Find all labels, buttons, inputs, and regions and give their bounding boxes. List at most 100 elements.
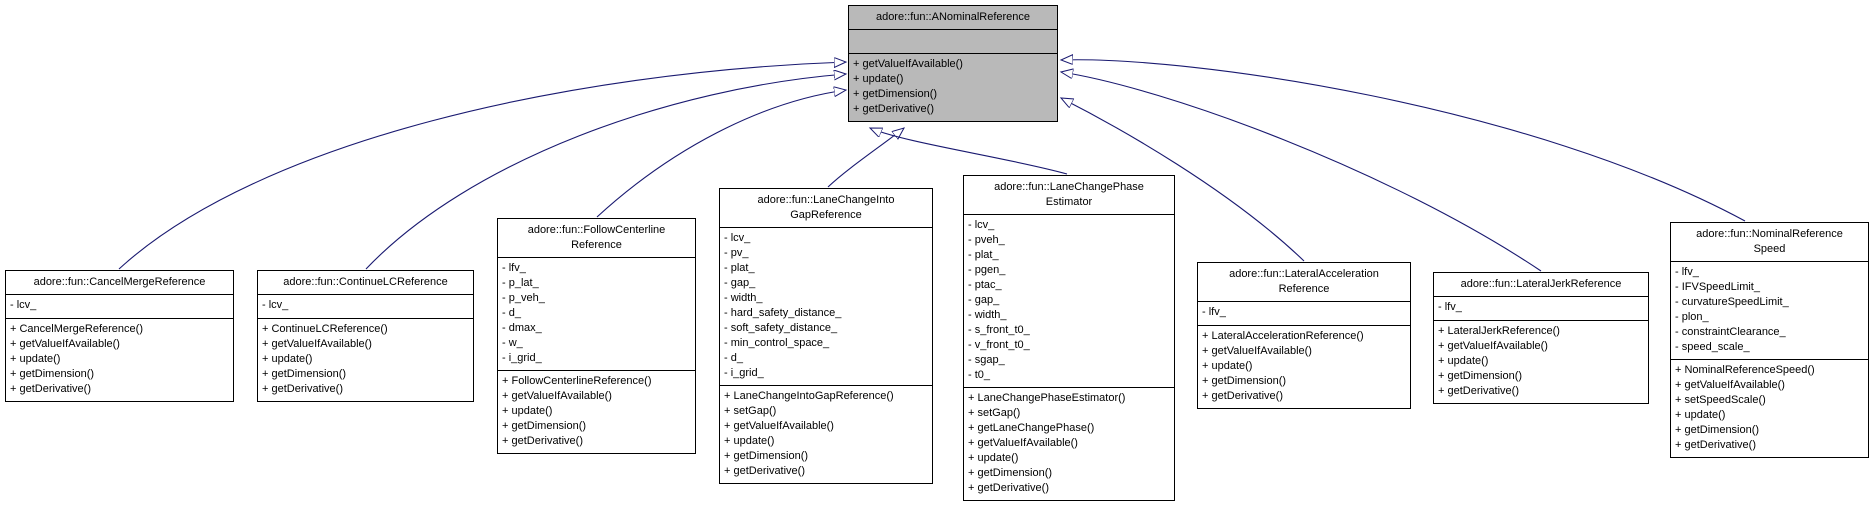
method: + getValueIfAvailable() bbox=[502, 390, 612, 402]
class-title-line: adore::fun::LaneChangeInto bbox=[757, 194, 895, 206]
method: + getValueIfAvailable() bbox=[1202, 345, 1312, 357]
class-title: adore::fun::LateralJerkReference bbox=[1434, 273, 1648, 297]
method: + getValueIfAvailable() bbox=[1438, 340, 1548, 352]
method: + LateralAccelerationReference() bbox=[1202, 330, 1364, 342]
attribute: - lcv_ bbox=[724, 232, 751, 244]
method: + update() bbox=[502, 405, 553, 417]
class-attributes: - lfv_ bbox=[1434, 297, 1648, 321]
attribute: - d_ bbox=[724, 352, 743, 364]
class-attributes: - lcv_ bbox=[258, 295, 473, 319]
method: + update() bbox=[1675, 409, 1726, 421]
class-attributes: - lfv_- p_lat_- p_veh_- d_- dmax_- w_- i… bbox=[498, 258, 695, 371]
class-title-line: adore::fun::FollowCenterline bbox=[527, 224, 666, 236]
class-methods: + NominalReferenceSpeed() + getValueIfAva… bbox=[1671, 360, 1868, 457]
method: + NominalReferenceSpeed() bbox=[1675, 364, 1815, 376]
attribute: - d_ bbox=[502, 307, 521, 319]
attribute: - lcv_ bbox=[968, 219, 995, 231]
method: + getDerivative() bbox=[1675, 439, 1757, 451]
method: + getDimension() bbox=[853, 88, 938, 100]
method: + getValueIfAvailable() bbox=[1675, 379, 1785, 391]
attribute: - lcv_ bbox=[10, 299, 37, 311]
attribute: - IFVSpeedLimit_ bbox=[1675, 281, 1760, 293]
attribute: - min_control_space_ bbox=[724, 337, 830, 349]
method: + getDerivative() bbox=[968, 482, 1050, 494]
method: + getDimension() bbox=[1675, 424, 1760, 436]
class-title-line: adore::fun::ContinueLCReference bbox=[283, 276, 448, 288]
class-methods: + LateralAccelerationReference() + getVal… bbox=[1198, 326, 1410, 408]
attribute: - p_lat_ bbox=[502, 277, 539, 289]
attribute: - plat_ bbox=[724, 262, 755, 274]
class-attributes: - lfv_ bbox=[1198, 302, 1410, 326]
attribute: - gap_ bbox=[724, 277, 756, 289]
attribute: - s_front_t0_ bbox=[968, 324, 1030, 336]
class-title-line: adore::fun::ANominalReference bbox=[875, 11, 1031, 23]
method: + getDimension() bbox=[10, 368, 95, 380]
attribute: - pgen_ bbox=[968, 264, 1006, 276]
method: + getValueIfAvailable() bbox=[262, 338, 372, 350]
class-box-cancel-merge-reference[interactable]: adore::fun::CancelMergeReference - lcv_ … bbox=[5, 270, 234, 402]
method: + setGap() bbox=[724, 405, 777, 417]
class-title-line: adore::fun::LateralJerkReference bbox=[1460, 278, 1622, 290]
method: + getDerivative() bbox=[1202, 390, 1284, 402]
class-box-a-nominal-reference[interactable]: adore::fun::ANominalReference + getValue… bbox=[848, 5, 1058, 122]
attribute: - lfv_ bbox=[502, 262, 526, 274]
class-title-line: adore::fun::NominalReference bbox=[1696, 228, 1843, 240]
class-title-line: Reference bbox=[1278, 283, 1330, 295]
class-title-line: adore::fun::LaneChangePhase bbox=[994, 181, 1144, 193]
class-title-line: Speed bbox=[1753, 243, 1786, 255]
method: + getDerivative() bbox=[502, 435, 584, 447]
class-methods: + CancelMergeReference() + getValueIfAvai… bbox=[6, 319, 233, 401]
attribute: - t0_ bbox=[968, 369, 991, 381]
method: + update() bbox=[10, 353, 61, 365]
method: + CancelMergeReference() bbox=[10, 323, 143, 335]
class-methods: + ContinueLCReference()+ getValueIfAvail… bbox=[258, 319, 473, 401]
attribute: - speed_scale_ bbox=[1675, 341, 1750, 353]
method: + update() bbox=[262, 353, 313, 365]
attribute: - p_veh_ bbox=[502, 292, 545, 304]
class-attributes: - lfv_ - IFVSpeedLimit_ - curvatureSpeedLi… bbox=[1671, 262, 1868, 360]
class-title-line: adore::fun::LateralAcceleration bbox=[1229, 268, 1379, 280]
method: + FollowCenterlineReference() bbox=[502, 375, 652, 387]
attribute: - dmax_ bbox=[502, 322, 542, 334]
method: + getValueIfAvailable() bbox=[10, 338, 120, 350]
class-attributes: - lcv_- pveh_- plat_- pgen_- ptac_- gap_… bbox=[964, 215, 1174, 388]
method: + getValueIfAvailable() bbox=[724, 420, 834, 432]
attribute: - i_grid_ bbox=[724, 367, 764, 379]
class-methods: + LateralJerkReference()+ getValueIfAvai… bbox=[1434, 321, 1648, 403]
method: + LaneChangeIntoGapReference() bbox=[724, 390, 894, 402]
attribute: - width_ bbox=[724, 292, 763, 304]
attribute: - v_front_t0_ bbox=[968, 339, 1030, 351]
class-box-continue-lc-reference[interactable]: adore::fun::ContinueLCReference - lcv_ +… bbox=[257, 270, 474, 402]
edge-lane-change-phase-to-base bbox=[870, 128, 1068, 175]
method: + getDimension() bbox=[502, 420, 587, 432]
method: + getValueIfAvailable() bbox=[968, 437, 1078, 449]
method: + update() bbox=[1438, 355, 1489, 367]
class-attributes: - lcv_ bbox=[6, 295, 233, 319]
class-title: adore::fun::ANominalReference bbox=[849, 6, 1057, 30]
class-methods: + FollowCenterlineReference() + getValueI… bbox=[498, 371, 695, 453]
method: + update() bbox=[1202, 360, 1253, 372]
class-title: adore::fun::CancelMergeReference bbox=[6, 271, 233, 295]
method: + getLaneChangePhase() bbox=[968, 422, 1095, 434]
method: + setGap() bbox=[968, 407, 1021, 419]
method: + update() bbox=[968, 452, 1019, 464]
attribute: - plat_ bbox=[968, 249, 999, 261]
class-title-line: adore::fun::CancelMergeReference bbox=[33, 276, 206, 288]
attribute: - ptac_ bbox=[968, 279, 1002, 291]
method: + getDerivative() bbox=[853, 103, 935, 115]
class-box-lateral-jerk-reference[interactable]: adore::fun::LateralJerkReference - lfv_ … bbox=[1433, 272, 1649, 404]
attribute: - lfv_ bbox=[1675, 266, 1699, 278]
class-title-line: Estimator bbox=[1045, 196, 1093, 208]
method: + setSpeedScale() bbox=[1675, 394, 1766, 406]
attribute: - curvatureSpeedLimit_ bbox=[1675, 296, 1789, 308]
